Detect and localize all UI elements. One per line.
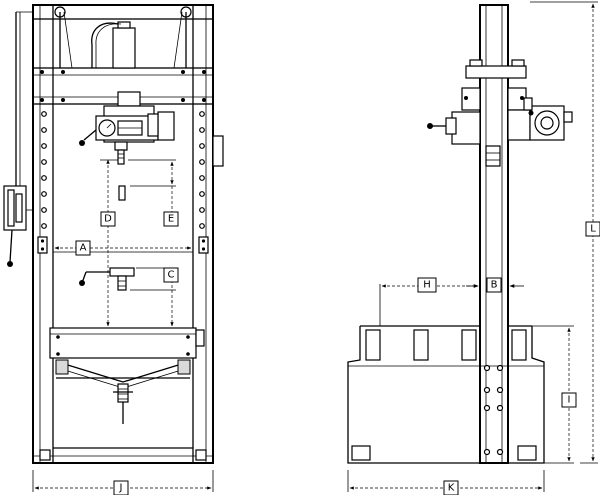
- dimension-a: A: [54, 240, 192, 256]
- dimension-l: L: [530, 1, 600, 464]
- label-j: J: [119, 483, 123, 494]
- dimension-e: E: [128, 159, 179, 227]
- front-view: D E A C: [3, 4, 224, 495]
- dimension-i: I: [532, 325, 577, 464]
- side-pump-block: [427, 97, 573, 145]
- dimension-h: H: [379, 277, 479, 326]
- side-bracket: [212, 135, 224, 167]
- bottom-screw: [113, 383, 133, 424]
- pressure-gauge-icon: [98, 119, 116, 137]
- side-pump-lever: [3, 11, 33, 267]
- label-l: L: [590, 224, 596, 235]
- dimension-k: K: [347, 470, 545, 495]
- dimension-c: C: [130, 267, 179, 327]
- dimension-j: J: [32, 470, 214, 495]
- hydraulic-cylinder: [112, 27, 136, 69]
- pump-head-assembly: [79, 91, 175, 165]
- ram-tip: [118, 185, 126, 201]
- label-b: B: [491, 280, 498, 291]
- label-a: A: [80, 243, 87, 254]
- side-base-tank: [347, 325, 545, 464]
- label-i: I: [568, 395, 571, 406]
- lower-ram-assembly: [79, 267, 135, 291]
- label-k: K: [448, 483, 455, 494]
- side-view: H B I L: [347, 1, 600, 495]
- column-holes: [37, 111, 209, 254]
- label-d: D: [104, 214, 112, 225]
- label-e: E: [168, 214, 174, 225]
- dimension-b: B: [466, 277, 524, 293]
- press-bed: [49, 327, 205, 389]
- label-h: H: [423, 280, 431, 291]
- label-c: C: [168, 270, 175, 281]
- dimension-d: D: [100, 159, 118, 327]
